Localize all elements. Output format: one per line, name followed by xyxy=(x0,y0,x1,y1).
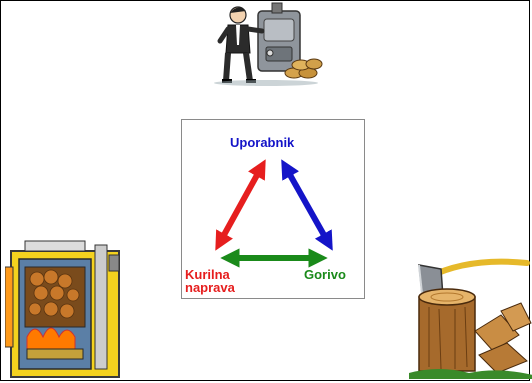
user-fuel-arrow xyxy=(281,159,333,251)
relationship-arrows xyxy=(215,159,333,268)
axe-in-chopping-block-illustration xyxy=(409,258,532,379)
man-at-wood-stove-illustration xyxy=(214,2,323,86)
boiler-cutaway-illustration xyxy=(5,240,120,378)
heating-device-label-line1: Kurilna xyxy=(185,267,230,282)
user-label: Uporabnik xyxy=(230,135,295,150)
heating-device-label: Kurilna naprava xyxy=(185,268,235,294)
relationship-diagram: Uporabnik Kurilna naprava Gorivo xyxy=(181,119,365,299)
fuel-label: Gorivo xyxy=(304,267,346,282)
heating-device-label-line2: naprava xyxy=(185,280,235,295)
user-device-arrow xyxy=(215,159,266,251)
